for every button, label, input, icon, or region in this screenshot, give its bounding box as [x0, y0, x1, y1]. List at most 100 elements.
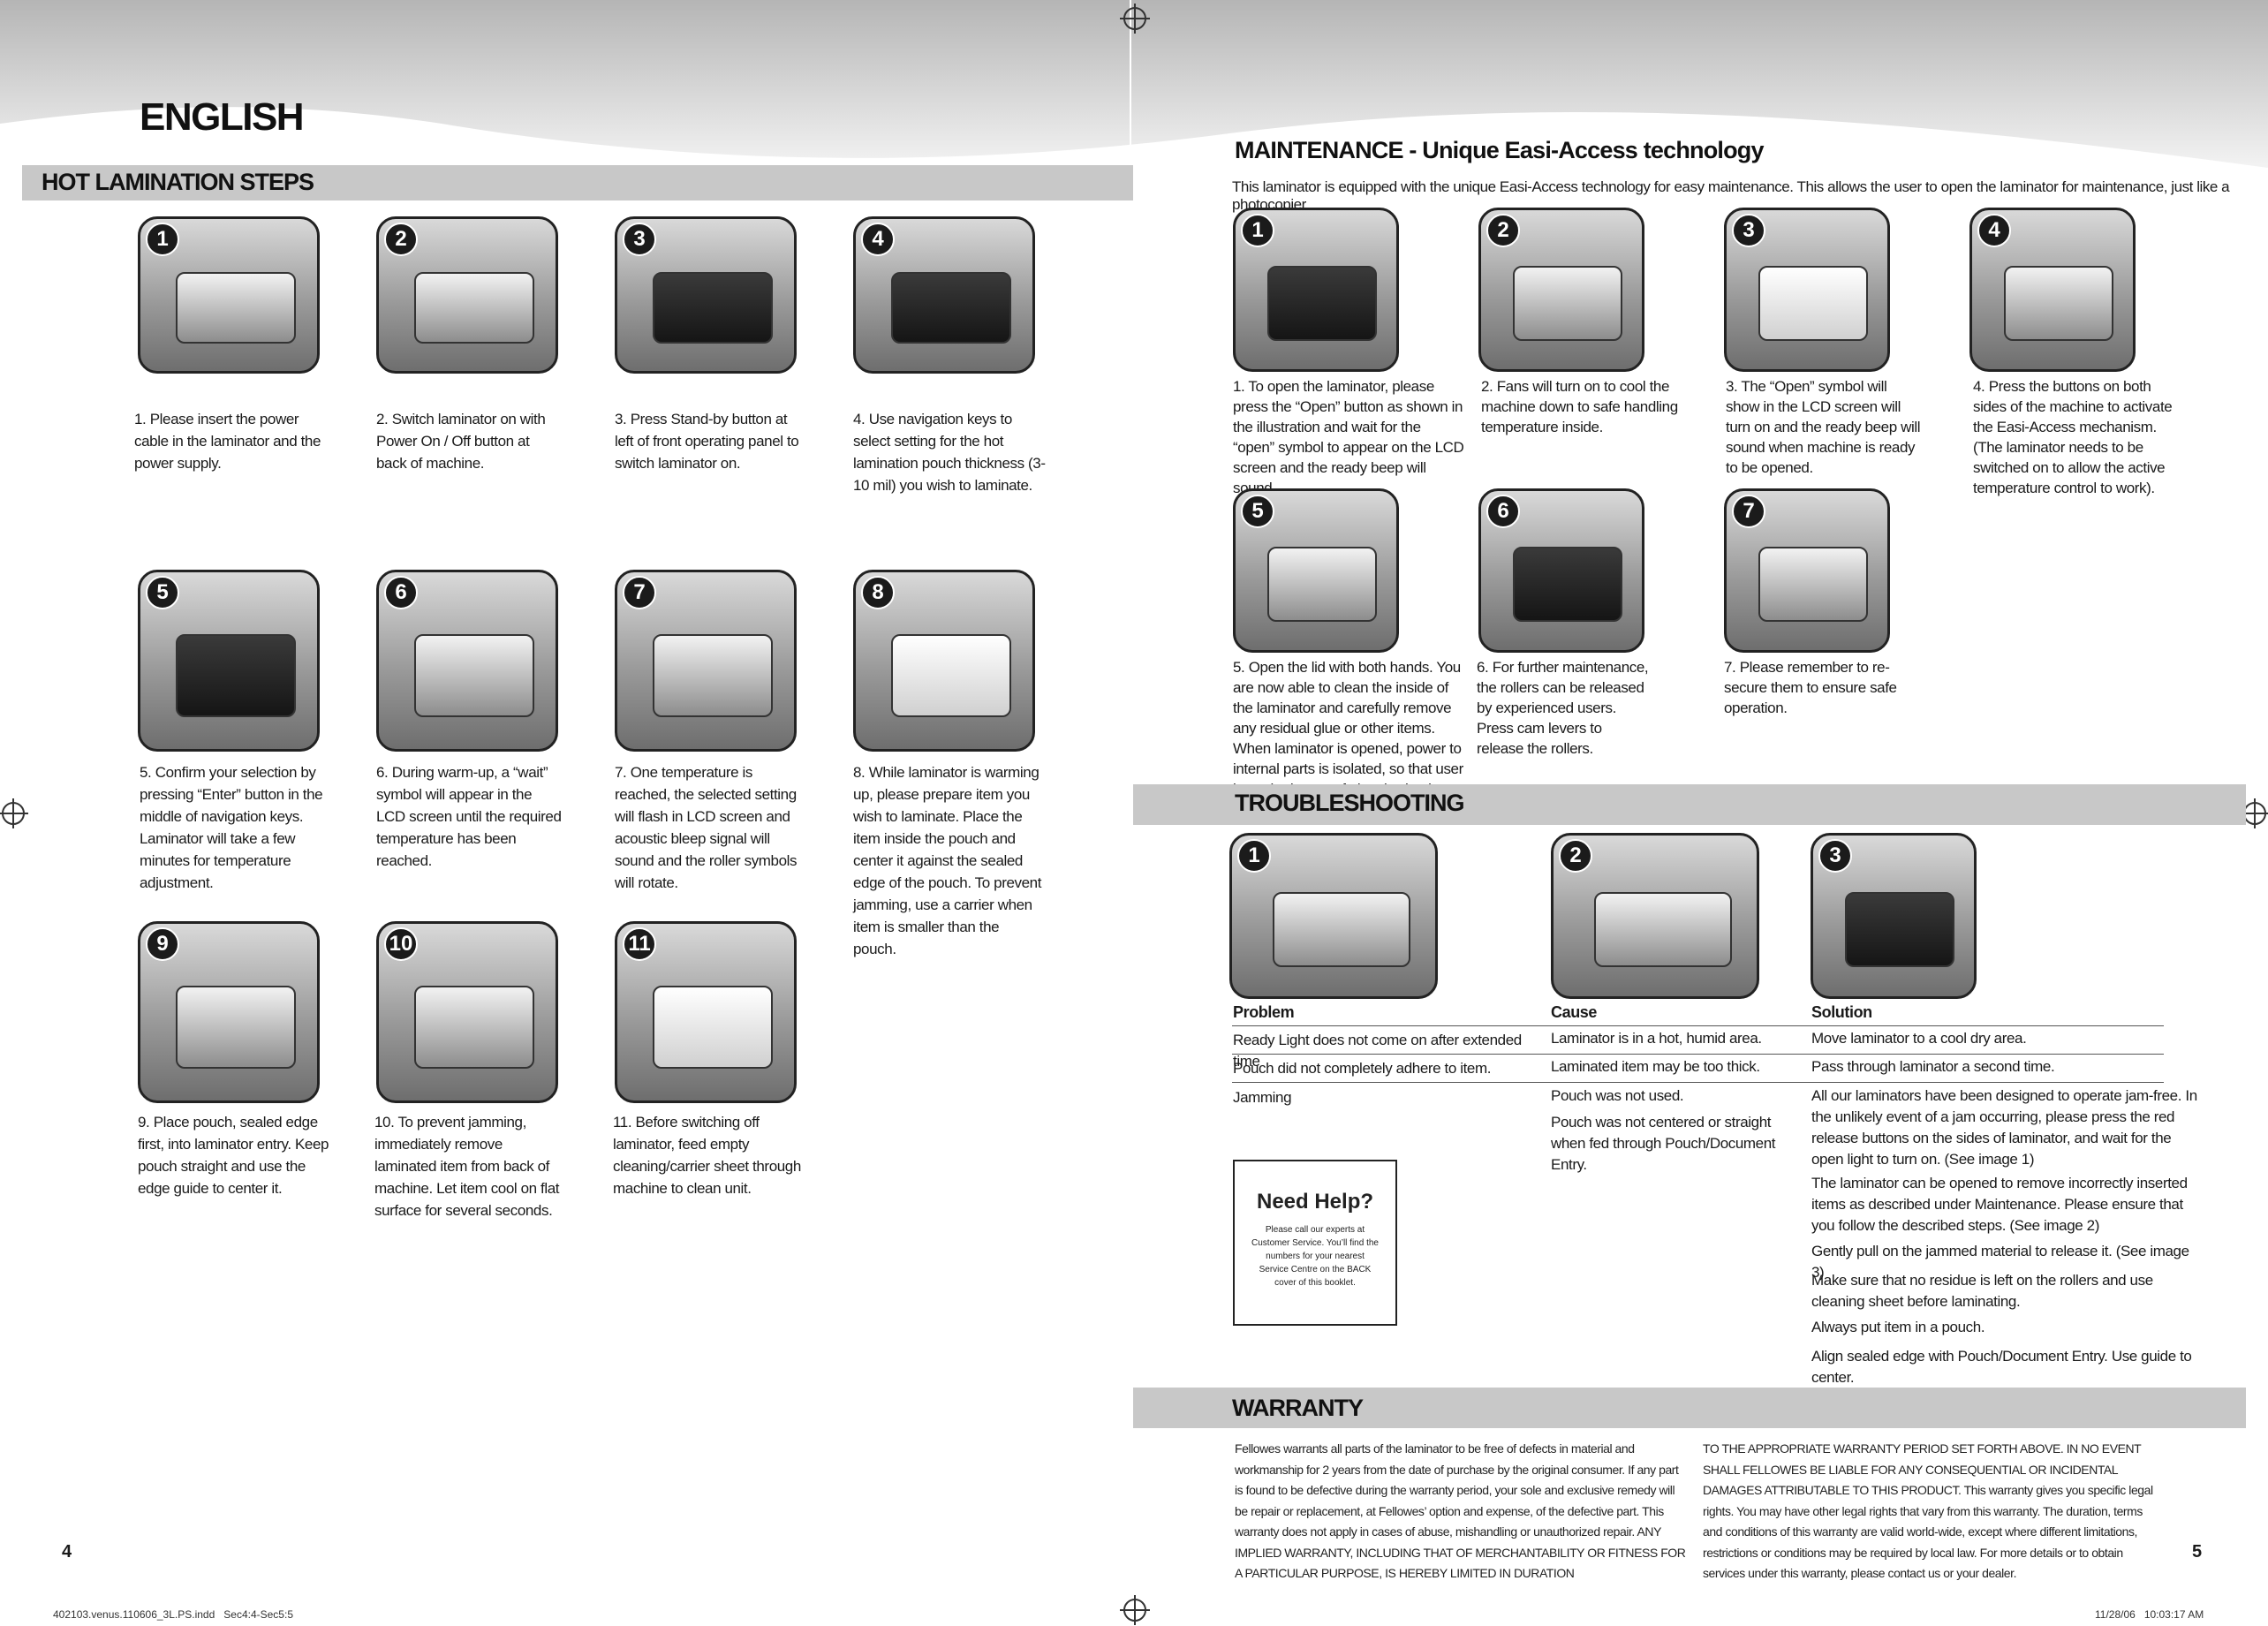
hot-step-4-text: 4. Use navigation keys to select setting… [853, 411, 1046, 494]
hot-lamination-heading: HOT LAMINATION STEPS [42, 169, 314, 195]
cause-3: Pouch was not used. [1551, 1087, 1684, 1104]
trouble-image-2: 2 [1551, 833, 1759, 999]
registration-mark-bottom [1120, 1595, 1150, 1625]
maint-step-6-image: 6 [1478, 488, 1644, 653]
step-number-badge: 10 [384, 927, 418, 961]
maint-step-6-text: 6. For further maintenance, the rollers … [1477, 659, 1649, 757]
warranty-text-col2: TO THE APPROPRIATE WARRANTY PERIOD SET F… [1703, 1441, 2153, 1580]
col-header-cause: Cause [1551, 1003, 1598, 1021]
maint-step-1-image: 1 [1233, 208, 1399, 372]
need-help-body: Please call our experts at Customer Serv… [1251, 1225, 1379, 1288]
step-number-badge: 3 [623, 223, 656, 256]
hot-step-11-text: 11. Before switching off laminator, feed… [613, 1114, 801, 1197]
problem-3: Jamming [1233, 1089, 1292, 1106]
step-number-badge: 2 [1559, 839, 1592, 873]
hot-step-10-image: 10 [376, 921, 558, 1103]
cause-4: Pouch was not centered or straight when … [1551, 1114, 1776, 1173]
step-number-badge: 1 [1237, 839, 1271, 873]
maint-step-2-text: 2. Fans will turn on to cool the machine… [1481, 378, 1678, 435]
step-number-badge: 2 [384, 223, 418, 256]
step-number-badge: 4 [861, 223, 895, 256]
maintenance-heading: MAINTENANCE - Unique Easi-Access technol… [1235, 137, 1765, 163]
step-number-badge: 5 [1241, 495, 1274, 528]
maint-step-3-image: 3 [1724, 208, 1890, 372]
step-number-badge: 7 [1732, 495, 1765, 528]
hot-step-5-text: 5. Confirm your selection by pressing “E… [140, 764, 323, 891]
hot-step-9-image: 9 [138, 921, 320, 1103]
step-number-badge: 2 [1486, 214, 1520, 247]
hot-step-11-image: 11 [615, 921, 797, 1103]
hot-step-3-image: 3 [615, 216, 797, 374]
troubleshooting-header: TROUBLESHOOTING [1133, 784, 2246, 825]
step-number-badge: 7 [623, 576, 656, 609]
maint-step-5-text: 5. Open the lid with both hands. You are… [1233, 659, 1463, 798]
hot-step-3-text: 3. Press Stand-by button at left of fron… [615, 411, 799, 472]
step-number-badge: 6 [384, 576, 418, 609]
maint-step-4-text: 4. Press the buttons on both sides of th… [1973, 378, 2173, 496]
step-number-badge: 1 [1241, 214, 1274, 247]
need-help-title: Need Help? [1256, 1190, 1374, 1214]
hot-step-7-text: 7. One temperature is reached, the selec… [615, 764, 798, 891]
hot-step-6-text: 6. During warm-up, a “wait” symbol will … [376, 764, 562, 869]
col-header-solution: Solution [1811, 1003, 1872, 1021]
maint-step-3-text: 3. The “Open” symbol will show in the LC… [1726, 378, 1921, 476]
solution-6: Make sure that no residue is left on the… [1811, 1272, 2153, 1310]
solution-2: Pass through laminator a second time. [1811, 1058, 2055, 1075]
maint-step-7-text: 7. Please remember to re-secure them to … [1724, 659, 1897, 716]
registration-mark-top [1120, 4, 1150, 34]
hot-lamination-header: HOT LAMINATION STEPS [22, 165, 1133, 200]
row-rule [1232, 1054, 2164, 1055]
step-number-badge: 8 [861, 576, 895, 609]
maint-step-4-image: 4 [1969, 208, 2136, 372]
step-number-badge: 3 [1732, 214, 1765, 247]
need-help-box: Need Help? Please call our experts at Cu… [1233, 1160, 1397, 1326]
maint-step-2-image: 2 [1478, 208, 1644, 372]
table-header-rule [1232, 1025, 2164, 1026]
solution-5: Gently pull on the jammed material to re… [1811, 1243, 2189, 1281]
step-number-badge: 11 [623, 927, 656, 961]
col-header-problem: Problem [1233, 1003, 1295, 1021]
hot-step-7-image: 7 [615, 570, 797, 752]
maint-step-5-image: 5 [1233, 488, 1399, 653]
hot-step-1-image: 1 [138, 216, 320, 374]
step-number-badge: 4 [1977, 214, 2011, 247]
warranty-heading: WARRANTY [1232, 1395, 1364, 1421]
cause-1: Laminator is in a hot, humid area. [1551, 1030, 1762, 1047]
trouble-image-1: 1 [1229, 833, 1438, 999]
maint-step-1-text: 1. To open the laminator, please press t… [1233, 378, 1464, 496]
cause-2: Laminated item may be too thick. [1551, 1058, 1760, 1075]
solution-4: The laminator can be opened to remove in… [1811, 1175, 2188, 1234]
trouble-image-3: 3 [1811, 833, 1977, 999]
warranty-text-col1: Fellowes warrants all parts of the lamin… [1235, 1441, 1686, 1580]
hot-step-5-image: 5 [138, 570, 320, 752]
language-title: ENGLISH [140, 95, 305, 139]
solution-8: Align sealed edge with Pouch/Document En… [1811, 1348, 2192, 1386]
hot-step-6-image: 6 [376, 570, 558, 752]
solution-7: Always put item in a pouch. [1811, 1319, 1985, 1335]
warranty-header: WARRANTY [1133, 1388, 2246, 1428]
hot-step-2-image: 2 [376, 216, 558, 374]
hot-step-8-image: 8 [853, 570, 1035, 752]
step-number-badge: 5 [146, 576, 179, 609]
step-number-badge: 1 [146, 223, 179, 256]
row-rule [1232, 1082, 2164, 1083]
step-number-badge: 6 [1486, 495, 1520, 528]
problem-1: Ready Light does not come on after exten… [1233, 1032, 1522, 1070]
troubleshooting-heading: TROUBLESHOOTING [1235, 790, 1464, 816]
hot-step-9-text: 9. Place pouch, sealed edge first, into … [138, 1114, 329, 1197]
print-slug-date: 11/28/06 10:03:17 AM [2095, 1608, 2204, 1621]
registration-mark-right [2240, 798, 2268, 828]
hot-step-2-text: 2. Switch laminator on with Power On / O… [376, 411, 546, 472]
print-slug-file: 402103.venus.110606_3L.PS.indd Sec4:4-Se… [53, 1608, 293, 1621]
solution-3: All our laminators have been designed to… [1811, 1087, 2197, 1168]
hot-step-4-image: 4 [853, 216, 1035, 374]
hot-step-8-text: 8. While laminator is warming up, please… [853, 764, 1042, 957]
hot-step-1-text: 1. Please insert the power cable in the … [134, 411, 321, 472]
maint-step-7-image: 7 [1724, 488, 1890, 653]
registration-mark-left [0, 798, 28, 828]
page-number-left: 4 [62, 1542, 72, 1562]
step-number-badge: 9 [146, 927, 179, 961]
problem-2: Pouch did not completely adhere to item. [1233, 1060, 1492, 1077]
hot-step-10-text: 10. To prevent jamming, immediately remo… [374, 1114, 560, 1219]
page-number-right: 5 [2192, 1542, 2203, 1562]
